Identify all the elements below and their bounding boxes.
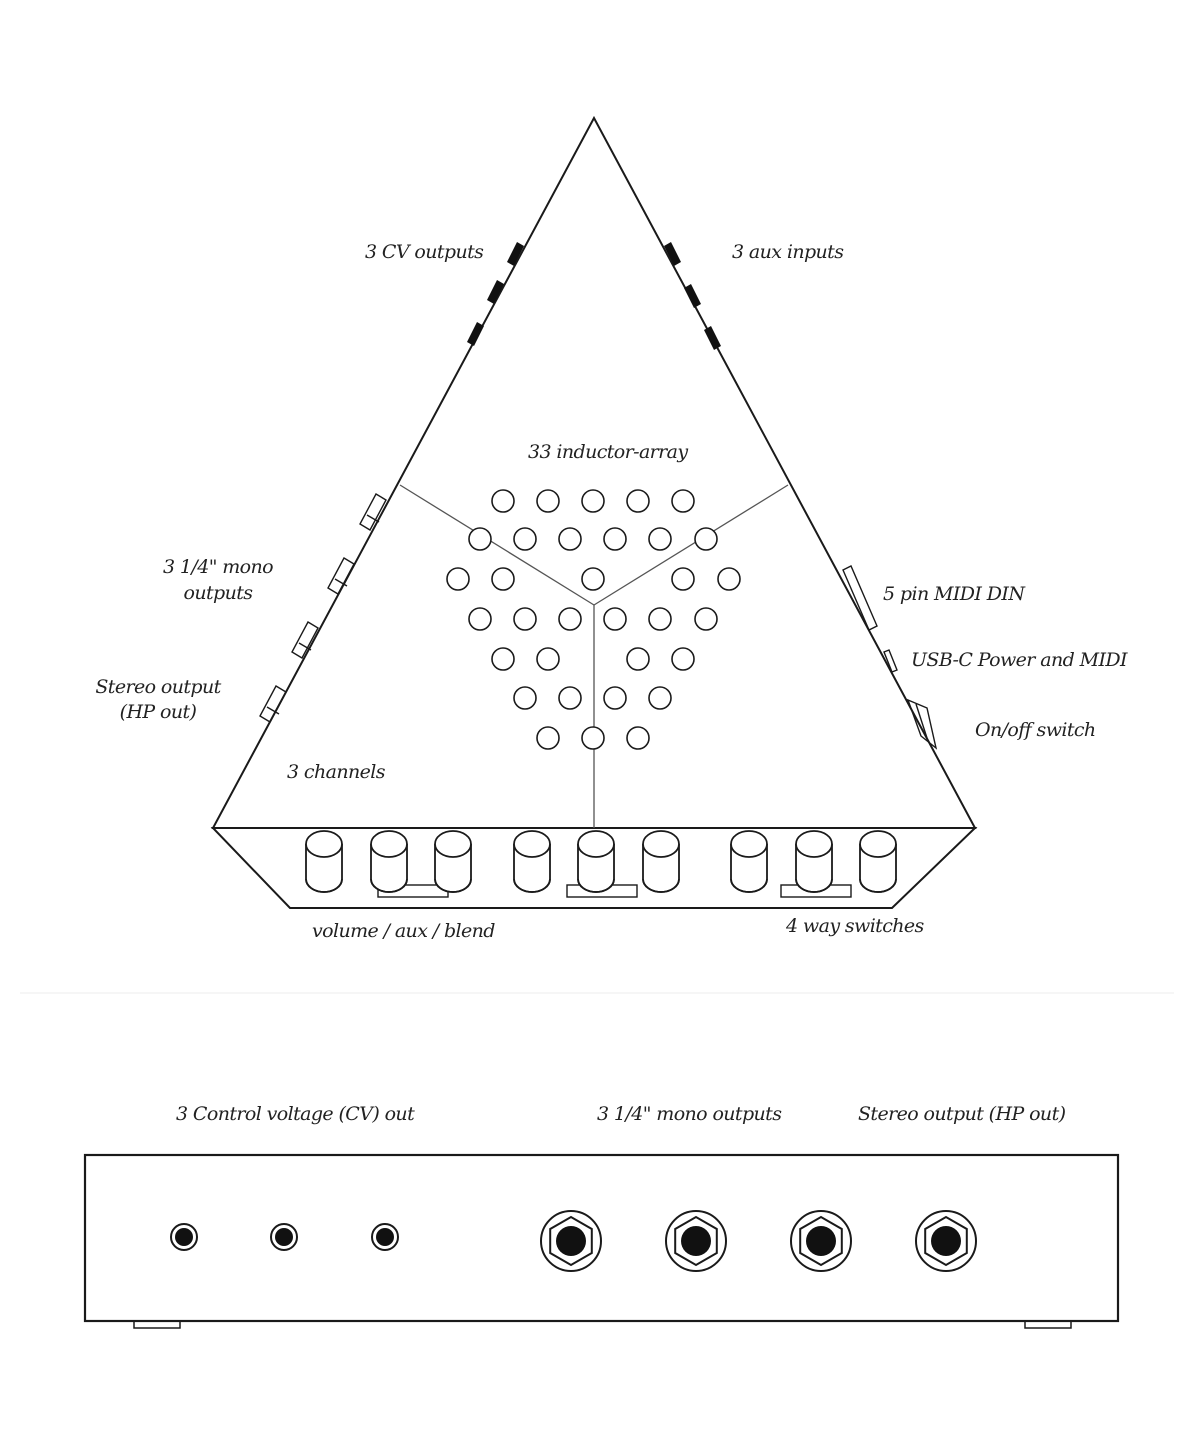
aux-input-connector	[664, 242, 681, 266]
knobs-label: volume / aux / blend	[312, 920, 495, 942]
inductor	[626, 647, 650, 671]
knob-row	[305, 830, 897, 893]
cv-output-connector	[467, 322, 484, 346]
inductor	[558, 686, 582, 710]
inductor	[468, 607, 492, 631]
inductor	[626, 726, 650, 750]
quarter-inch-jack[interactable]	[665, 1210, 727, 1272]
right-side-ports	[842, 565, 938, 750]
knob[interactable]	[370, 830, 408, 893]
inductor	[671, 567, 695, 591]
quarter-inch-jack[interactable]	[540, 1210, 602, 1272]
inductor	[513, 686, 537, 710]
inductor	[694, 607, 718, 631]
quarter-inch-jack[interactable]	[790, 1210, 852, 1272]
cv-out-label: 3 Control voltage (CV) out	[176, 1103, 415, 1125]
left-side-jacks	[259, 493, 387, 723]
inductor	[717, 567, 741, 591]
inductor	[513, 527, 537, 551]
inductor-array-label: 33 inductor-array	[528, 441, 688, 463]
inductor	[513, 607, 537, 631]
inductor	[536, 647, 560, 671]
inductor	[491, 647, 515, 671]
switches-label: 4 way switches	[785, 915, 925, 937]
top-view: 3 CV outputs 3 aux inputs 33 inductor-ar…	[95, 115, 1129, 942]
knob[interactable]	[642, 830, 680, 893]
inductor	[581, 726, 605, 750]
cv-outputs-label: 3 CV outputs	[365, 241, 484, 263]
usb-c-label: USB-C Power and MIDI	[911, 649, 1128, 671]
inductor	[648, 686, 672, 710]
cv-output-connector	[507, 242, 524, 266]
enclosure-side	[83, 1153, 1120, 1323]
quarter-inch-jacks	[540, 1210, 977, 1272]
side-view: 3 Control voltage (CV) out 3 1/4" mono o…	[83, 1103, 1120, 1329]
midi-din-label: 5 pin MIDI DIN	[883, 583, 1026, 605]
knob[interactable]	[513, 830, 551, 893]
aux-input-connectors	[664, 242, 721, 350]
cv-output-connector	[487, 280, 504, 304]
stereo-output-label-line2: (HP out)	[120, 701, 197, 723]
quarter-inch-jack[interactable]	[915, 1210, 977, 1272]
inductor	[558, 527, 582, 551]
inductor	[694, 527, 718, 551]
inductor	[581, 567, 605, 591]
foot-left	[133, 1320, 181, 1329]
cv-jack[interactable]	[170, 1223, 198, 1251]
channel-dividers	[399, 484, 789, 828]
aux-inputs-label: 3 aux inputs	[732, 241, 844, 263]
on-off-switch-label: On/off switch	[975, 719, 1096, 741]
mono-output-jack-icon	[359, 493, 387, 531]
inductor	[648, 527, 672, 551]
cv-out-jacks	[170, 1223, 399, 1251]
aux-input-connector	[684, 284, 701, 308]
mono-output-jack-icon	[291, 621, 319, 659]
knob[interactable]	[434, 830, 472, 893]
usb-c-port-icon	[883, 649, 898, 673]
mono-output-jack-icon	[327, 557, 355, 595]
knob[interactable]	[859, 830, 897, 893]
inductor	[648, 607, 672, 631]
inductor	[468, 527, 492, 551]
inductor	[626, 489, 650, 513]
inductor-array	[446, 489, 741, 750]
stereo-output-jack-icon	[259, 685, 287, 723]
inductor	[603, 527, 627, 551]
side-mono-outputs-label: 3 1/4" mono outputs	[597, 1103, 782, 1125]
inductor	[581, 489, 605, 513]
cv-output-connectors	[467, 242, 524, 346]
side-stereo-output-label: Stereo output (HP out)	[858, 1103, 1066, 1125]
mono-outputs-label-line2: outputs	[184, 582, 254, 604]
inductor	[446, 567, 470, 591]
inductor	[603, 607, 627, 631]
inductor	[536, 489, 560, 513]
stereo-output-label-line1: Stereo output	[95, 676, 221, 698]
knob[interactable]	[795, 830, 833, 893]
midi-din-port-icon	[842, 565, 878, 631]
knob[interactable]	[730, 830, 768, 893]
inductor	[603, 686, 627, 710]
front-panel	[210, 827, 978, 909]
knob[interactable]	[305, 830, 343, 893]
cv-jack[interactable]	[371, 1223, 399, 1251]
inductor	[536, 726, 560, 750]
inductor	[558, 607, 582, 631]
inductor	[671, 647, 695, 671]
mono-outputs-label-line1: 3 1/4" mono	[163, 556, 273, 578]
foot-right	[1024, 1320, 1072, 1329]
inductor	[491, 489, 515, 513]
channels-label: 3 channels	[287, 761, 386, 783]
inductor	[491, 567, 515, 591]
on-off-switch-icon	[906, 698, 938, 750]
knob[interactable]	[577, 830, 615, 893]
cv-jack[interactable]	[270, 1223, 298, 1251]
inductor	[671, 489, 695, 513]
aux-input-connector	[704, 326, 721, 350]
